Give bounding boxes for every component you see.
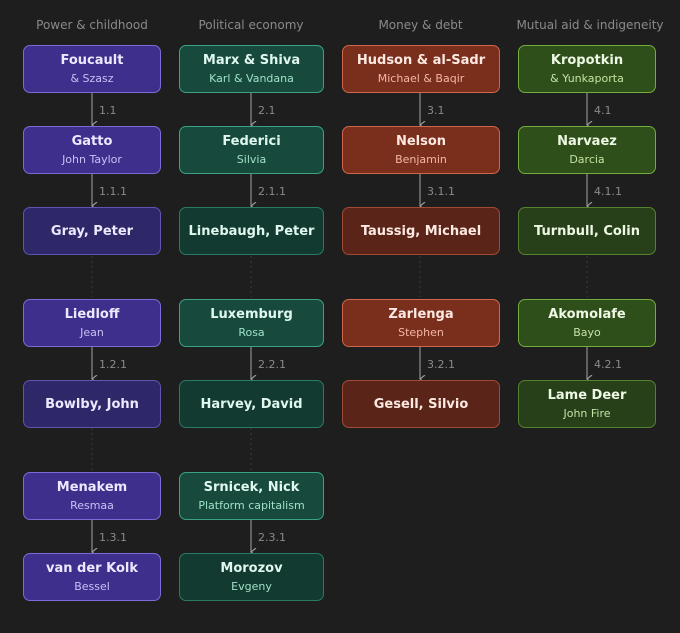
node-title: Linebaugh, Peter (188, 223, 315, 239)
node-title: Gesell, Silvio (373, 396, 469, 412)
node-lame-deer[interactable]: Lame Deer John Fire (518, 380, 656, 428)
node-liedloff[interactable]: Liedloff Jean (23, 299, 161, 347)
node-title: Luxemburg (210, 307, 293, 322)
node-subtitle: John Fire (563, 407, 611, 420)
node-subtitle: John Taylor (62, 153, 122, 166)
node-title: Akomolafe (548, 307, 626, 322)
node-subtitle: Rosa (238, 326, 265, 339)
node-title: van der Kolk (46, 561, 138, 576)
node-title: Foucault (60, 53, 124, 68)
node-subtitle: Platform capitalism (198, 499, 305, 512)
node-subtitle: Benjamin (395, 153, 447, 166)
edge-label: 2.1 (258, 104, 276, 117)
edge-label: 1.2.1 (99, 358, 127, 371)
node-title: Taussig, Michael (360, 223, 482, 239)
node-subtitle: & Szasz (70, 72, 114, 85)
node-kropotkin[interactable]: Kropotkin & Yunkaporta (518, 45, 656, 93)
node-menakem[interactable]: Menakem Resmaa (23, 472, 161, 520)
node-gesell-silvio[interactable]: Gesell, Silvio (342, 380, 500, 428)
edge-label: 4.1.1 (594, 185, 622, 198)
node-federici[interactable]: Federici Silvia (179, 126, 324, 174)
node-title: Gatto (71, 134, 113, 149)
node-subtitle: Michael & Baqir (377, 72, 465, 85)
column-header-mutual-aid: Mutual aid & indigeneity (516, 18, 664, 32)
node-van-der-kolk[interactable]: van der Kolk Bessel (23, 553, 161, 601)
node-subtitle: & Yunkaporta (550, 72, 624, 85)
node-nelson[interactable]: Nelson Benjamin (342, 126, 500, 174)
edge-label: 1.1 (99, 104, 117, 117)
node-harvey-david[interactable]: Harvey, David (179, 380, 324, 428)
node-srnicek-nick[interactable]: Srnicek, Nick Platform capitalism (179, 472, 324, 520)
edge-label: 2.1.1 (258, 185, 286, 198)
column-header-money-debt: Money & debt (378, 18, 463, 32)
node-subtitle: Darcia (569, 153, 605, 166)
node-title: Harvey, David (200, 396, 303, 412)
node-title: Nelson (395, 134, 447, 149)
node-title: Lame Deer (547, 388, 627, 403)
node-marx-shiva[interactable]: Marx & Shiva Karl & Vandana (179, 45, 324, 93)
node-zarlenga[interactable]: Zarlenga Stephen (342, 299, 500, 347)
edge-label: 4.1 (594, 104, 612, 117)
edge-label: 3.2.1 (427, 358, 455, 371)
node-subtitle: Evgeny (231, 580, 272, 593)
node-title: Srnicek, Nick (203, 480, 300, 495)
column-header-political-economy: Political economy (198, 18, 304, 32)
edge-label: 4.2.1 (594, 358, 622, 371)
node-taussig-michael[interactable]: Taussig, Michael (342, 207, 500, 255)
node-title: Marx & Shiva (202, 53, 301, 68)
node-title: Menakem (56, 480, 128, 495)
node-title: Zarlenga (388, 307, 454, 322)
node-turnbull-colin[interactable]: Turnbull, Colin (518, 207, 656, 255)
node-subtitle: Resmaa (70, 499, 114, 512)
node-gray-peter[interactable]: Gray, Peter (23, 207, 161, 255)
node-foucault[interactable]: Foucault & Szasz (23, 45, 161, 93)
node-title: Morozov (220, 561, 283, 576)
node-luxemburg[interactable]: Luxemburg Rosa (179, 299, 324, 347)
node-gatto[interactable]: Gatto John Taylor (23, 126, 161, 174)
node-subtitle: Karl & Vandana (209, 72, 294, 85)
node-hudson-al-sadr[interactable]: Hudson & al-Sadr Michael & Baqir (342, 45, 500, 93)
column-header-power-childhood: Power & childhood (36, 18, 148, 32)
node-title: Liedloff (64, 307, 120, 322)
node-subtitle: Jean (80, 326, 104, 339)
node-title: Narvaez (557, 134, 617, 149)
node-title: Hudson & al-Sadr (356, 53, 486, 68)
node-title: Kropotkin (550, 53, 624, 68)
node-subtitle: Bessel (74, 580, 110, 593)
node-subtitle: Silvia (236, 153, 267, 166)
node-akomolafe[interactable]: Akomolafe Bayo (518, 299, 656, 347)
node-title: Bowlby, John (45, 396, 139, 412)
edge-label: 1.3.1 (99, 531, 127, 544)
node-morozov[interactable]: Morozov Evgeny (179, 553, 324, 601)
edge-label: 2.2.1 (258, 358, 286, 371)
node-linebaugh-peter[interactable]: Linebaugh, Peter (179, 207, 324, 255)
node-subtitle: Stephen (398, 326, 444, 339)
edge-label: 3.1.1 (427, 185, 455, 198)
node-title: Federici (222, 134, 281, 149)
node-title: Gray, Peter (50, 223, 134, 239)
node-bowlby-john[interactable]: Bowlby, John (23, 380, 161, 428)
edge-label: 1.1.1 (99, 185, 127, 198)
node-subtitle: Bayo (573, 326, 601, 339)
edge-label: 2.3.1 (258, 531, 286, 544)
node-title: Turnbull, Colin (534, 223, 640, 239)
node-narvaez[interactable]: Narvaez Darcia (518, 126, 656, 174)
edge-label: 3.1 (427, 104, 445, 117)
